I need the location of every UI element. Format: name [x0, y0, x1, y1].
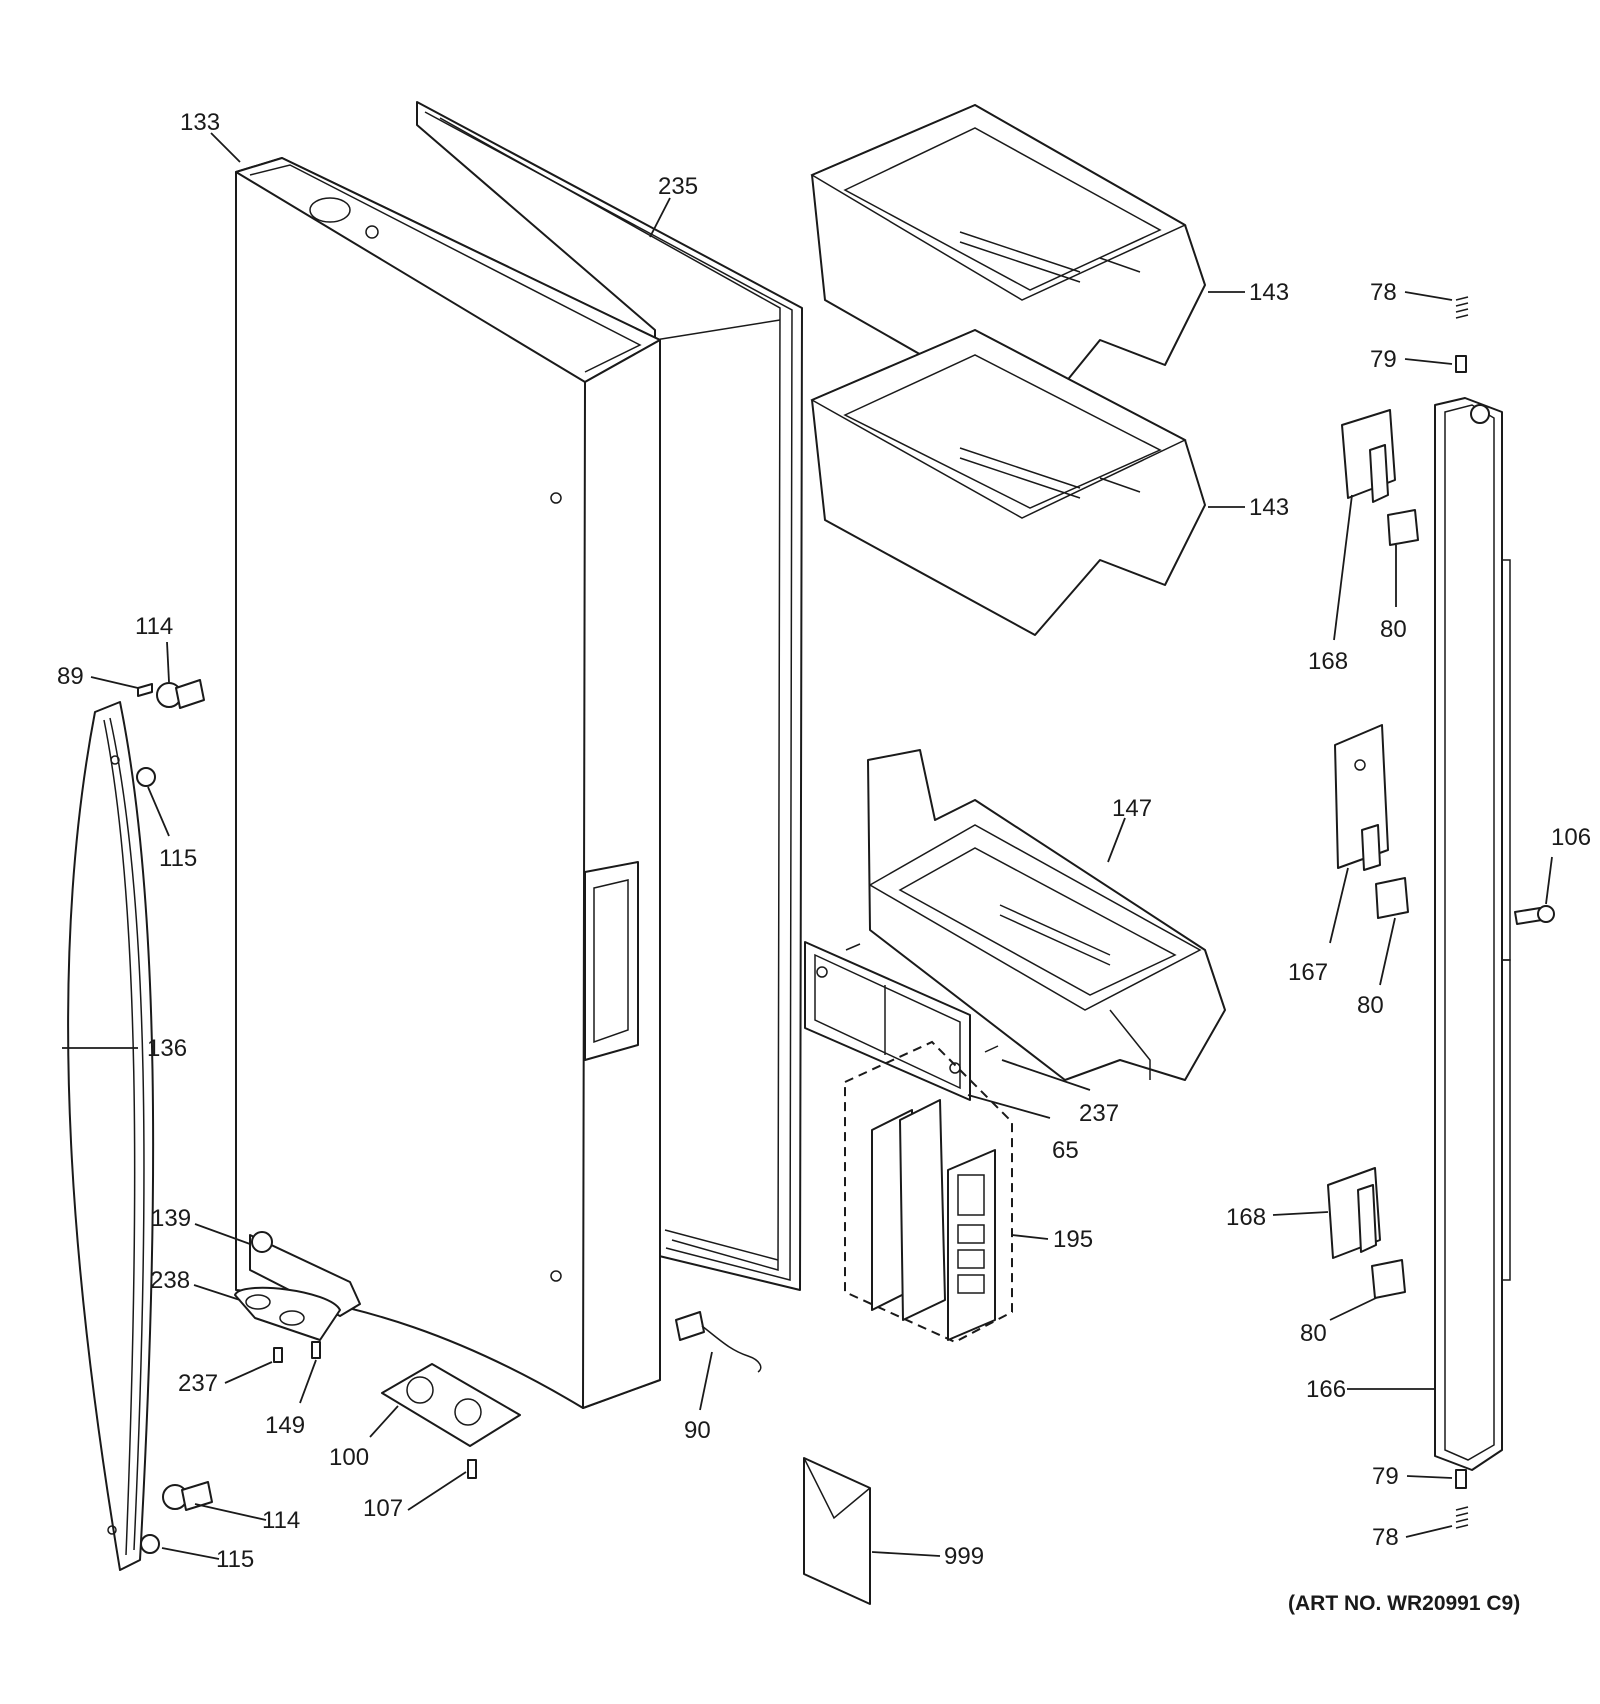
handle-mount-top [136, 679, 205, 787]
callout-168-lower: 168 [1226, 1204, 1266, 1231]
callout-100: 100 [329, 1444, 369, 1471]
callout-89: 89 [57, 663, 84, 690]
callout-133: 133 [180, 109, 220, 136]
bottom-hinge [234, 1231, 361, 1363]
mullion-hinge-lower [1327, 1167, 1406, 1299]
literature-envelope [803, 1457, 871, 1605]
control-board-assembly [844, 1040, 1013, 1344]
mullion-hinge-center [1334, 724, 1409, 919]
callout-237-left: 237 [178, 1370, 218, 1397]
callout-149: 149 [265, 1412, 305, 1439]
dispenser-trim [804, 941, 999, 1101]
callout-237-right: 237 [1079, 1100, 1119, 1127]
callout-80-center: 80 [1357, 992, 1384, 1019]
callout-65: 65 [1052, 1137, 1079, 1164]
callout-147: 147 [1112, 795, 1152, 822]
callout-195: 195 [1053, 1226, 1093, 1253]
callout-143-upper: 143 [1249, 279, 1289, 306]
callout-114-top: 114 [135, 613, 173, 640]
callout-235: 235 [658, 173, 698, 200]
callout-115-top: 115 [159, 845, 197, 872]
callout-79-top: 79 [1370, 346, 1397, 373]
mullion-hinge-upper [1341, 409, 1419, 546]
callout-79-bottom: 79 [1372, 1463, 1399, 1490]
callout-78-bottom: 78 [1372, 1524, 1399, 1551]
callout-90: 90 [684, 1417, 711, 1444]
callout-168-upper: 168 [1308, 648, 1348, 675]
art-number: (ART NO. WR20991 C9) [1288, 1592, 1520, 1615]
callout-136: 136 [147, 1035, 187, 1062]
callout-139: 139 [151, 1205, 191, 1232]
door-handle [67, 701, 155, 1571]
leader-lines [62, 132, 1553, 1560]
hinge-cover [381, 1363, 521, 1479]
callout-106: 106 [1551, 824, 1591, 851]
callout-80-lower: 80 [1300, 1320, 1327, 1347]
handle-mount-bottom [140, 1481, 213, 1554]
callout-80-upper: 80 [1380, 616, 1407, 643]
door-panel [235, 157, 661, 1409]
callout-115-bottom: 115 [216, 1546, 254, 1573]
wire-harness [675, 1311, 762, 1373]
callout-166: 166 [1306, 1376, 1346, 1403]
callout-114-bottom: 114 [262, 1507, 300, 1534]
door-bin-middle [810, 329, 1206, 636]
callout-999: 999 [944, 1543, 984, 1570]
mullion [1434, 397, 1511, 1471]
mullion-springs-pins [1455, 296, 1555, 1529]
callout-167: 167 [1288, 959, 1328, 986]
door-bin-upper [810, 104, 1206, 421]
callout-143-lower: 143 [1249, 494, 1289, 521]
callout-107: 107 [363, 1495, 403, 1522]
callout-238: 238 [150, 1267, 190, 1294]
door-bin-lower [867, 749, 1226, 1081]
callout-78-top: 78 [1370, 279, 1397, 306]
